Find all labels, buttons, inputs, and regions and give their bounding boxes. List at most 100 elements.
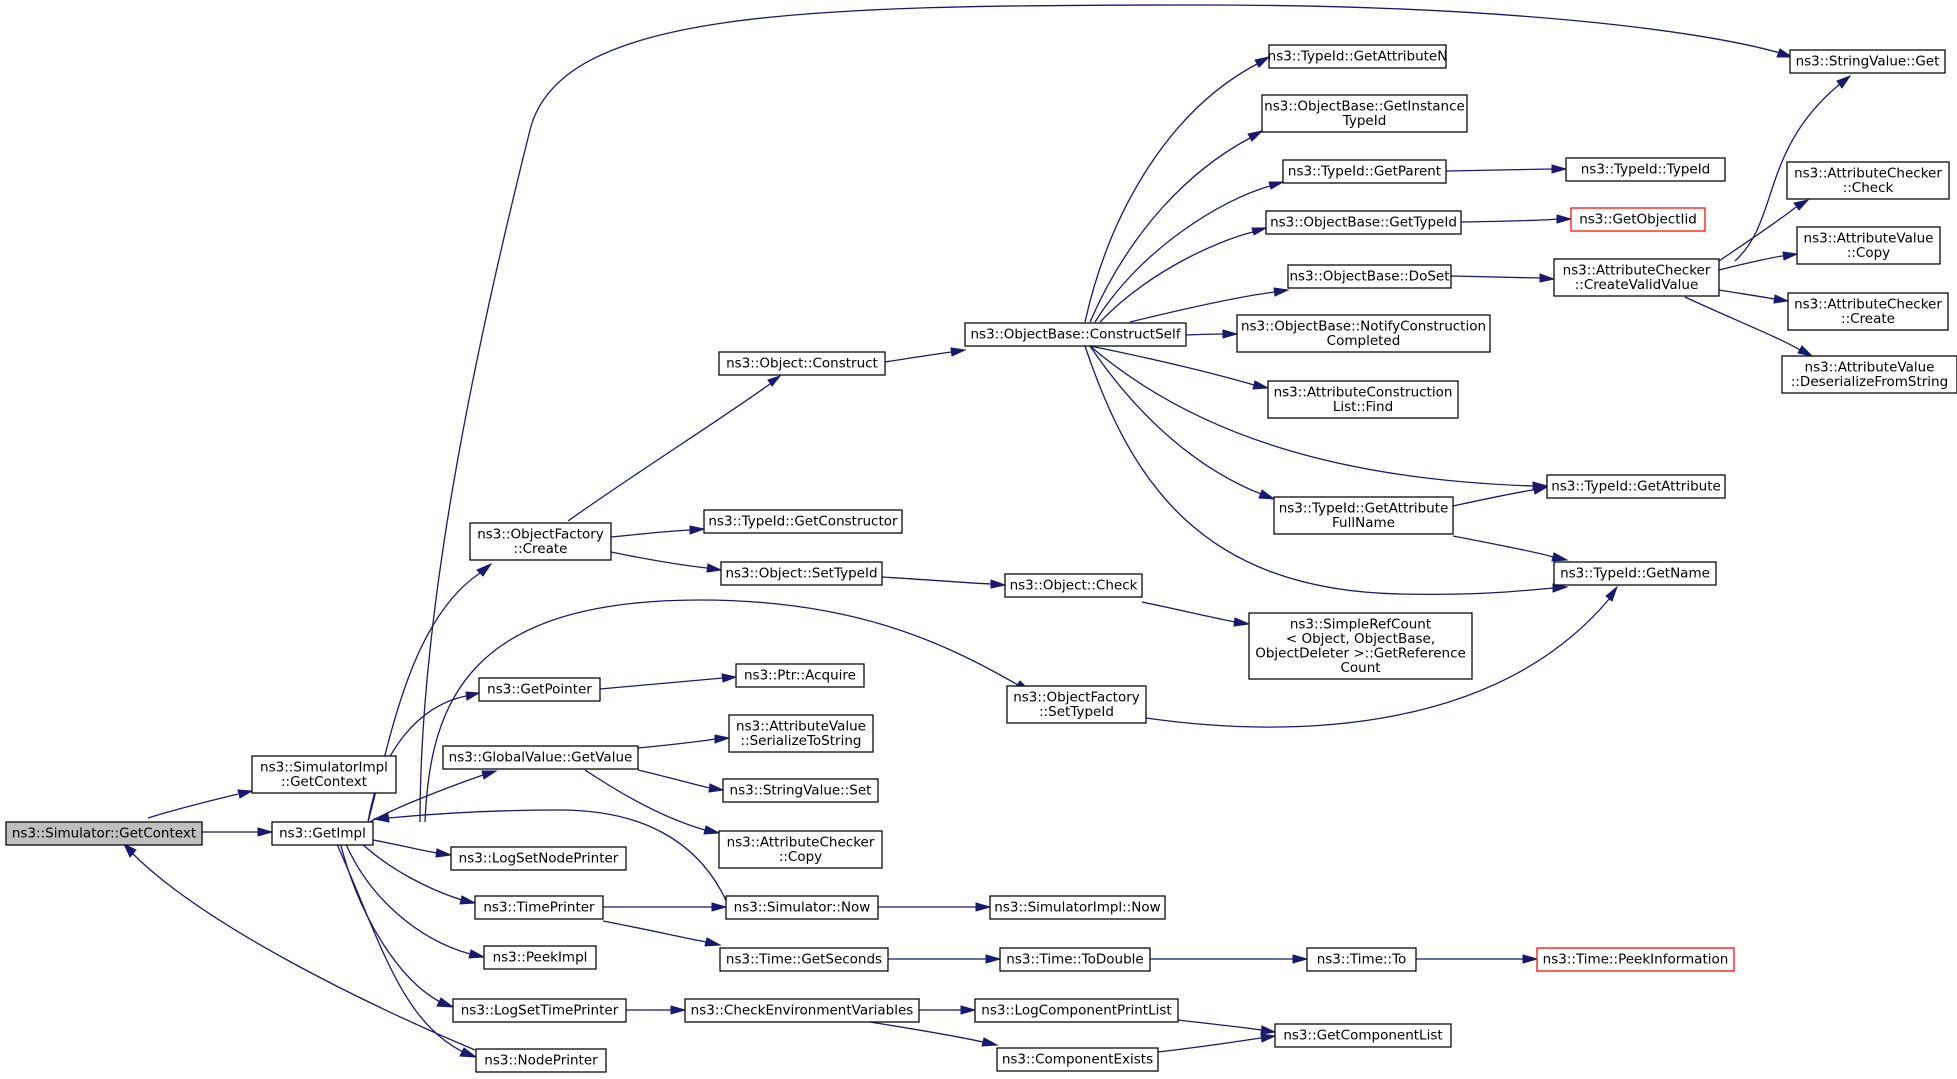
node-box	[718, 351, 886, 376]
node-object-construct[interactable]: ns3::Object::Construct	[718, 351, 886, 376]
node-box	[999, 947, 1151, 972]
node-label: ns3::TimePrinter	[483, 900, 595, 916]
node-time-to[interactable]: ns3::Time::To	[1306, 947, 1417, 972]
node-typeid-getname[interactable]: ns3::TypeId::GetName	[1553, 561, 1717, 586]
node-label: ns3::ObjectFactory	[1013, 689, 1140, 705]
edge-getattributefullname-to-typeid-getname	[1452, 535, 1569, 562]
node-box	[996, 1047, 1159, 1072]
node-label: ns3::LogSetNodePrinter	[459, 851, 619, 867]
node-typeid-getparent[interactable]: ns3::TypeId::GetParent	[1282, 159, 1447, 184]
node-label: ObjectDeleter >::GetReference	[1255, 645, 1466, 661]
node-nodeprinter[interactable]: ns3::NodePrinter	[475, 1048, 607, 1073]
node-label: ns3::ObjectBase::NotifyConstruction	[1241, 318, 1486, 334]
node-simulatorimpl-now[interactable]: ns3::SimulatorImpl::Now	[989, 895, 1166, 920]
node-objectfactory-create[interactable]: ns3::ObjectFactory::Create	[469, 522, 612, 561]
node-stringvalue-get[interactable]: ns3::StringValue::Get	[1789, 49, 1946, 74]
node-time-todouble[interactable]: ns3::Time::ToDouble	[999, 947, 1151, 972]
node-box	[1536, 947, 1735, 972]
node-logsettimeprinter[interactable]: ns3::LogSetTimePrinter	[452, 998, 627, 1023]
edge-createvalidvalue-to-attributechecker-create	[1718, 289, 1790, 304]
node-objectbase-gettypeid[interactable]: ns3::ObjectBase::GetTypeId	[1265, 210, 1462, 235]
node-objectbase-constructself[interactable]: ns3::ObjectBase::ConstructSelf	[964, 322, 1187, 347]
edge-componentexists-to-getcomponentlist	[1157, 1033, 1277, 1053]
node-box	[720, 561, 883, 586]
edge-objectfactory-settypeid-to-typeid-getname	[1145, 585, 1619, 728]
node-simulator-getcontext[interactable]: ns3::Simulator::GetContext	[5, 821, 203, 846]
node-label: ns3::ObjectBase::DoSet	[1289, 269, 1449, 285]
node-peekimpl[interactable]: ns3::PeekImpl	[483, 945, 597, 970]
node-getcomponentlist[interactable]: ns3::GetComponentList	[1274, 1023, 1452, 1048]
node-timeprinter[interactable]: ns3::TimePrinter	[474, 895, 604, 920]
node-typeid-getattribute[interactable]: ns3::TypeId::GetAttribute	[1546, 474, 1726, 499]
node-object-check[interactable]: ns3::Object::Check	[1004, 573, 1143, 598]
node-attributevalue-serializetostring[interactable]: ns3::AttributeValue::SerializeToString	[728, 714, 874, 753]
edge-globalvalue-getvalue-to-attributechecker-copy	[584, 769, 721, 835]
edge-object-check-to-simplerefcount	[1141, 601, 1251, 627]
node-typeid-typeid[interactable]: ns3::TypeId::TypeId	[1565, 157, 1726, 182]
node-logcomponentprintlist[interactable]: ns3::LogComponentPrintList	[974, 998, 1179, 1023]
node-box	[1796, 226, 1941, 265]
node-label: ns3::TypeId::GetAttribute	[1279, 500, 1449, 516]
node-componentexists[interactable]: ns3::ComponentExists	[996, 1047, 1159, 1072]
node-typeid-getconstructor[interactable]: ns3::TypeId::GetConstructor	[703, 509, 903, 534]
edge-globalvalue-getvalue-to-stringvalue-set	[637, 769, 725, 793]
node-simplerefcount-getreferencecount[interactable]: ns3::SimpleRefCount< Object, ObjectBase,…	[1248, 612, 1473, 680]
node-object-settypeid[interactable]: ns3::Object::SetTypeId	[720, 561, 883, 586]
node-label: ns3::ObjectBase::GetTypeId	[1270, 215, 1457, 231]
node-simulatorimpl-getcontext[interactable]: ns3::SimulatorImpl::GetContext	[251, 755, 397, 794]
node-label: ::Copy	[779, 849, 822, 865]
node-attributechecker-create[interactable]: ns3::AttributeChecker::Create	[1787, 292, 1949, 331]
node-typeid-getattributen[interactable]: ns3::TypeId::GetAttributeN	[1268, 44, 1448, 69]
node-attributevalue-deserializefromstring[interactable]: ns3::AttributeValue::DeserializeFromStri…	[1781, 355, 1957, 394]
edge-createvalidvalue-to-stringvalue-get	[1734, 74, 1852, 262]
node-getimpl[interactable]: ns3::GetImpl	[271, 821, 374, 846]
edge-time-to-to-time-peekinformation	[1415, 954, 1539, 964]
node-label: ::CreateValidValue	[1575, 277, 1699, 293]
node-box	[1287, 264, 1452, 289]
node-attributechecker-createvalidvalue[interactable]: ns3::AttributeChecker::CreateValidValue	[1553, 258, 1720, 297]
node-label: ns3::SimulatorImpl::Now	[994, 900, 1160, 916]
node-label: ns3::Simulator::Now	[734, 900, 871, 916]
edge-getimpl-to-nodeprinter	[335, 841, 478, 1058]
node-checkenvironmentvariables[interactable]: ns3::CheckEnvironmentVariables	[684, 998, 920, 1023]
node-getpointer[interactable]: ns3::GetPointer	[478, 677, 601, 702]
node-label: ns3::CheckEnvironmentVariables	[691, 1003, 914, 1019]
node-attributechecker-check[interactable]: ns3::AttributeChecker::Check	[1786, 161, 1950, 200]
edge-nodeprinter-to-simulator-getcontext	[122, 842, 476, 1051]
edge-getimpl-to-peekimpl	[344, 841, 486, 959]
edge-objectbase-gettypeid-to-getobjectiid	[1460, 214, 1573, 224]
edge-logcomponentprintlist-to-getcomponentlist	[1177, 1019, 1277, 1035]
node-stringvalue-set[interactable]: ns3::StringValue::Set	[722, 778, 879, 803]
edge-constructself-to-objectbase-gettypeid	[1099, 227, 1268, 323]
node-box	[1565, 157, 1726, 182]
node-time-peekinformation[interactable]: ns3::Time::PeekInformation	[1536, 947, 1735, 972]
node-label: ns3::AttributeConstruction	[1274, 384, 1453, 400]
node-globalvalue-getvalue[interactable]: ns3::GlobalValue::GetValue	[442, 745, 639, 770]
node-attributechecker-copy[interactable]: ns3::AttributeChecker::Copy	[718, 830, 883, 869]
edge-createvalidvalue-to-deserializefromstring	[1684, 296, 1814, 357]
node-box	[271, 821, 374, 846]
node-label: ns3::AttributeChecker	[1794, 165, 1942, 181]
edge-createvalidvalue-to-attributevalue-copy	[1718, 251, 1799, 271]
edge-globalvalue-getvalue-to-attributevalue-serializetostring	[637, 734, 731, 749]
node-simulator-now[interactable]: ns3::Simulator::Now	[725, 895, 879, 920]
edge-timeprinter-to-simulator-now	[602, 902, 728, 912]
node-label: ns3::ObjectBase::GetInstance	[1264, 98, 1465, 114]
call-graph-nodes: ns3::Simulator::GetContextns3::Simulator…	[5, 44, 1957, 1073]
node-ptr-acquire[interactable]: ns3::Ptr::Acquire	[735, 663, 865, 688]
node-box	[469, 522, 612, 561]
node-label: ::SerializeToString	[741, 733, 862, 749]
node-getobjectiid[interactable]: ns3::GetObjectIid	[1570, 207, 1706, 232]
node-logsetnodeprinter[interactable]: ns3::LogSetNodePrinter	[450, 846, 627, 871]
node-objectbase-doset[interactable]: ns3::ObjectBase::DoSet	[1287, 264, 1452, 289]
node-attributevalue-copy[interactable]: ns3::AttributeValue::Copy	[1796, 226, 1941, 265]
node-time-getseconds[interactable]: ns3::Time::GetSeconds	[719, 947, 889, 972]
node-objectfactory-settypeid[interactable]: ns3::ObjectFactory::SetTypeId	[1006, 685, 1147, 724]
node-label: ns3::AttributeValue	[1804, 230, 1934, 246]
node-label: ns3::TypeId::GetAttribute	[1551, 479, 1721, 495]
node-objectbase-notifyconstructioncompleted[interactable]: ns3::ObjectBase::NotifyConstructionCompl…	[1236, 314, 1491, 353]
node-label: ns3::Object::Construct	[726, 356, 878, 372]
